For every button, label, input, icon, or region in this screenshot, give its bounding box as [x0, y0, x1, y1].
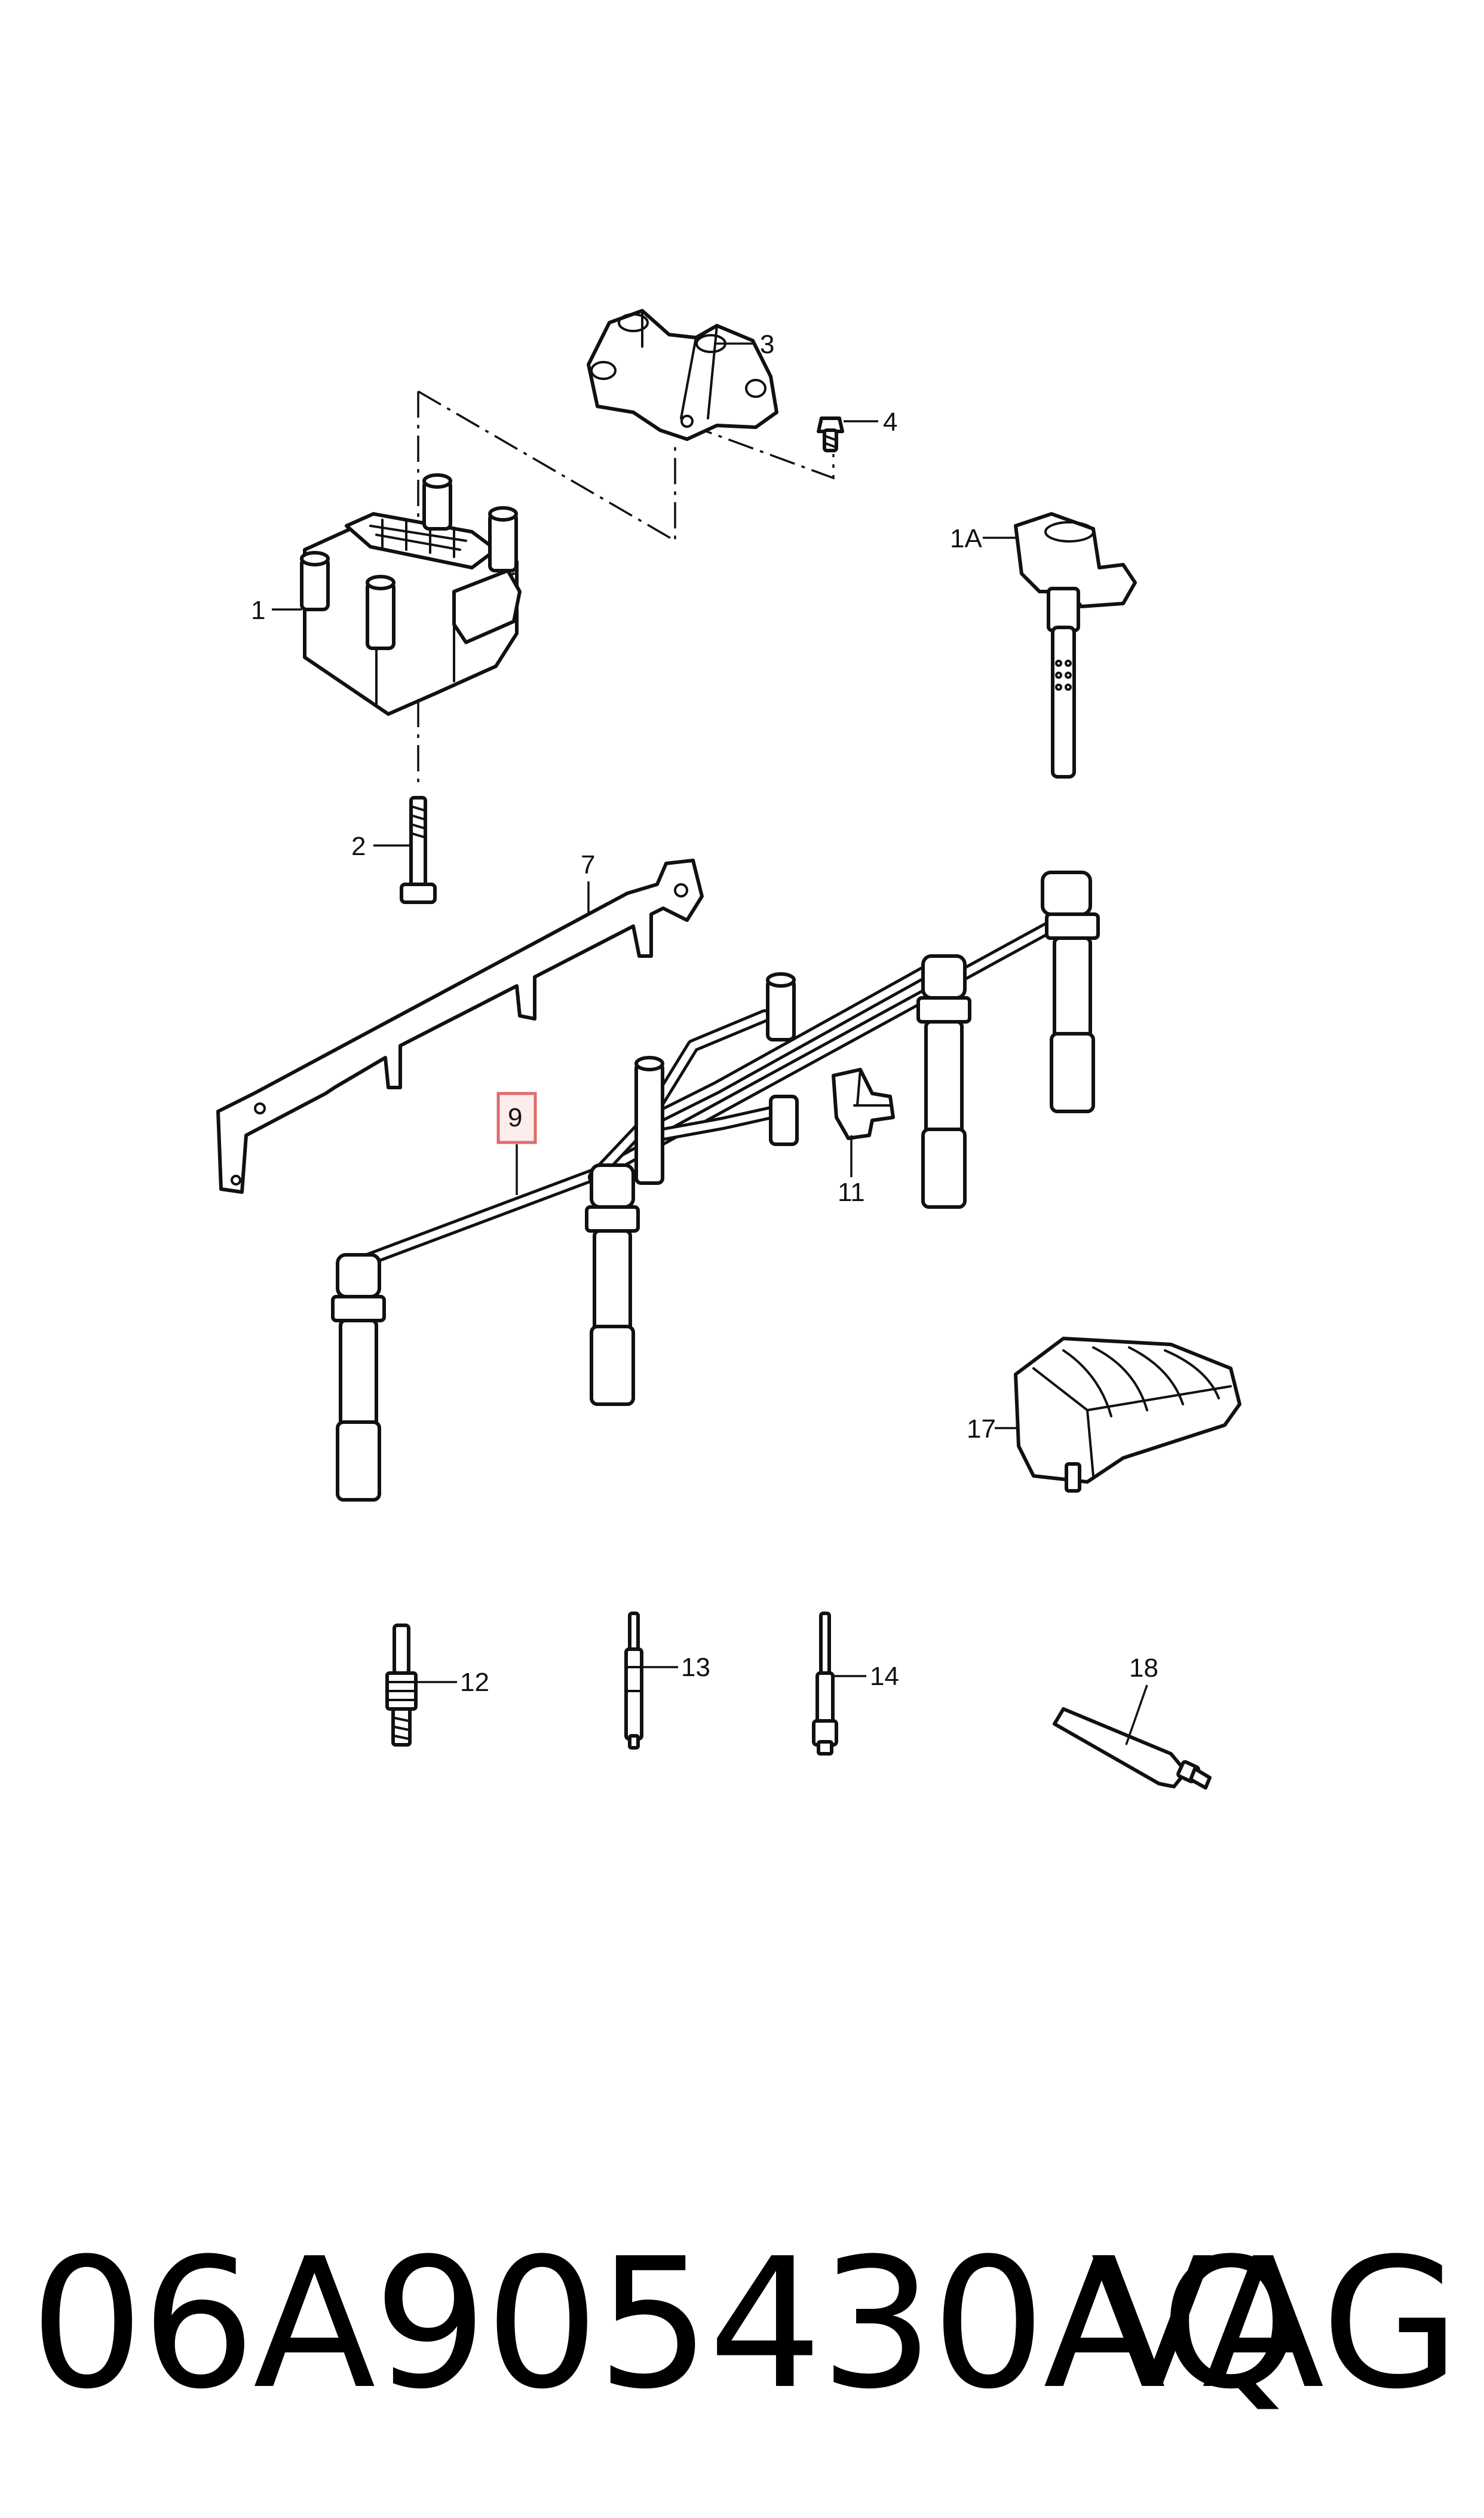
part-3-bracket[interactable] — [587, 309, 778, 441]
callout-12[interactable]: 12 — [460, 1668, 489, 1697]
part-13-glow-plug[interactable] — [624, 1612, 643, 1750]
callout-7[interactable]: 7 — [581, 850, 595, 880]
callout-3[interactable]: 3 — [760, 330, 774, 359]
coil-towers — [300, 473, 518, 650]
part-number: 06A905430AQ — [30, 2220, 1301, 2428]
plug-boots — [331, 871, 1100, 1502]
callout-1a[interactable]: 1A — [950, 524, 982, 553]
part-18-grease-tube[interactable] — [1053, 1707, 1212, 1790]
callout-11[interactable]: 11 — [838, 1178, 865, 1207]
exploded-parts-diagram: 1 1A 2 3 4 7 9 11 12 13 14 17 18 — [216, 309, 1241, 1790]
part-9-ignition-leads[interactable] — [331, 871, 1100, 1502]
part-1a-pencil-coil[interactable] — [1014, 512, 1137, 779]
callout-2[interactable]: 2 — [351, 832, 366, 861]
callout-4[interactable]: 4 — [883, 408, 897, 437]
callout-18[interactable]: 18 — [1129, 1653, 1158, 1683]
callout-labels: 1 1A 2 3 4 7 9 11 12 13 14 17 18 — [251, 330, 1158, 1697]
brand-name: VAG — [1090, 2220, 1460, 2428]
part-12-spark-plug[interactable] — [385, 1623, 418, 1747]
coil-connectors — [634, 972, 799, 1185]
callout-17[interactable]: 17 — [967, 1414, 996, 1444]
part-14-glow-plug[interactable] — [812, 1612, 838, 1756]
part-4-screw[interactable] — [817, 416, 844, 452]
part-17-cable-guide[interactable] — [1014, 1337, 1241, 1493]
callout-13[interactable]: 13 — [681, 1653, 710, 1682]
part-2-bolt[interactable] — [400, 796, 437, 904]
coil-grip-dots — [1055, 660, 1072, 691]
callout-14[interactable]: 14 — [870, 1662, 899, 1691]
callout-9-highlight-box — [496, 1092, 537, 1144]
part-1-ignition-coil[interactable] — [300, 473, 522, 716]
callout-1[interactable]: 1 — [251, 596, 265, 625]
callout-9[interactable]: 9 — [508, 1103, 522, 1132]
part-11-cable-clip[interactable] — [832, 1068, 895, 1140]
callout-leaders — [272, 342, 1148, 1745]
part-7-support-rail[interactable] — [216, 859, 704, 1194]
footer: 06A905430AQ VAG — [0, 2199, 1484, 2450]
